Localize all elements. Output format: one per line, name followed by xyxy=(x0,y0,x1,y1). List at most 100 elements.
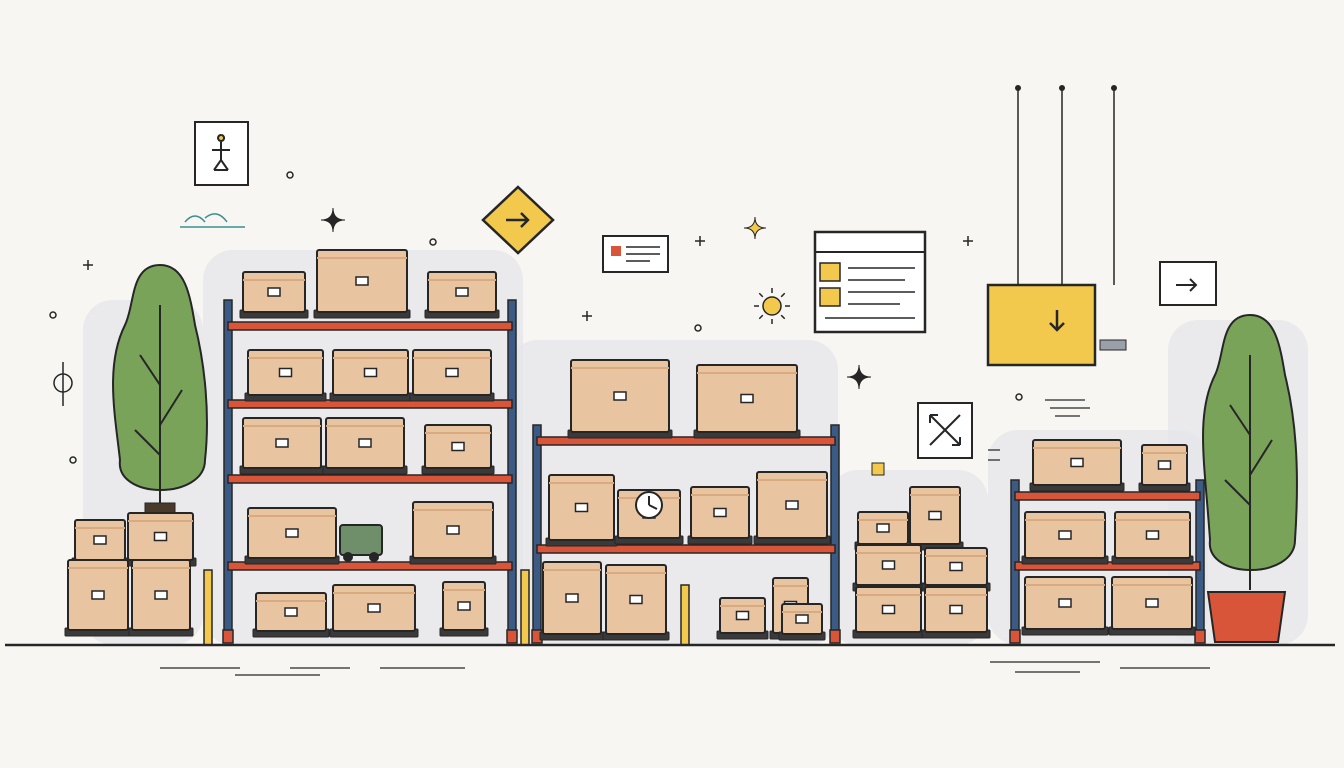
plus-mark xyxy=(695,236,705,246)
sketch-lines xyxy=(988,399,1090,461)
box-label xyxy=(455,287,469,297)
arrow-down-sign-icon xyxy=(986,283,1097,367)
sun-ray xyxy=(758,314,764,320)
shelving-units xyxy=(222,299,1206,644)
arrow-right-sign-icon xyxy=(1159,261,1217,306)
box-label xyxy=(154,590,168,600)
decorations xyxy=(49,171,1127,476)
shelf-foot xyxy=(1194,629,1206,644)
sun-ray xyxy=(780,314,786,320)
shelf-board xyxy=(227,474,513,484)
box-label xyxy=(928,510,942,521)
box-label xyxy=(445,367,459,378)
plant-pot xyxy=(1206,591,1287,643)
dot xyxy=(694,324,702,332)
box-label xyxy=(367,603,381,613)
card-lines xyxy=(626,246,660,262)
box-label xyxy=(795,614,809,624)
shelf-board xyxy=(536,436,836,446)
shelf-post xyxy=(223,299,233,641)
box-label xyxy=(613,391,627,401)
grass-sketch xyxy=(180,213,245,228)
arrow-right xyxy=(1176,278,1198,292)
box-label xyxy=(881,604,896,615)
box-label xyxy=(565,593,579,603)
panel-tile xyxy=(819,287,841,307)
box-label xyxy=(153,531,168,542)
shelf-board xyxy=(1014,491,1201,501)
box-label xyxy=(574,502,589,513)
arrow-right xyxy=(506,212,530,228)
panel-tile xyxy=(819,262,841,282)
wire-anchor xyxy=(1015,85,1021,91)
box-label xyxy=(1058,598,1072,608)
trees xyxy=(112,263,1298,643)
dot xyxy=(69,456,77,464)
box-label xyxy=(785,500,799,510)
box-label xyxy=(735,610,750,621)
ground-strokes xyxy=(160,661,1210,676)
shelf-board xyxy=(227,321,513,331)
sparkle-icon xyxy=(743,216,767,240)
expand-arrows xyxy=(929,414,961,446)
box-label xyxy=(267,287,281,297)
tree-trunk xyxy=(134,305,183,512)
box-label xyxy=(363,367,378,378)
shelf-post xyxy=(532,424,542,641)
box-label xyxy=(278,367,293,378)
shelf-post xyxy=(1010,479,1020,641)
box-label xyxy=(740,393,754,404)
sun-ray xyxy=(780,292,786,298)
box-label xyxy=(876,523,890,533)
box-label xyxy=(713,507,727,518)
box-label xyxy=(949,561,963,572)
card-mark xyxy=(611,246,621,256)
clock-hands xyxy=(648,496,658,510)
shelf-post xyxy=(830,424,840,641)
shelf-foot xyxy=(222,629,234,644)
box-label xyxy=(881,560,896,570)
wire-anchor xyxy=(1059,85,1065,91)
box-label xyxy=(93,535,107,545)
window-panel-icon xyxy=(813,230,927,334)
plus-mark xyxy=(963,236,973,246)
forklift-wheel xyxy=(369,552,379,562)
shelf-foot xyxy=(829,629,841,644)
box-label xyxy=(91,590,105,600)
tree-trunk xyxy=(1224,355,1273,590)
plus-mark xyxy=(83,260,93,270)
box-label xyxy=(275,438,289,448)
signs xyxy=(194,85,1217,459)
shelf-foot xyxy=(506,629,518,644)
boxes xyxy=(64,249,1196,646)
bollard xyxy=(203,569,213,646)
dot xyxy=(1015,393,1023,401)
dot xyxy=(286,171,294,179)
box-label xyxy=(949,604,963,615)
box-label xyxy=(1070,457,1084,468)
shelf-board xyxy=(227,561,513,571)
person-figure xyxy=(212,134,230,171)
box-label xyxy=(1058,530,1072,540)
dot xyxy=(49,311,57,319)
bollard xyxy=(680,584,690,646)
arrow-down xyxy=(1049,310,1065,332)
bollard xyxy=(520,569,530,646)
sparkle-icon xyxy=(846,364,872,390)
small-tile xyxy=(871,462,885,476)
tree-base xyxy=(144,502,176,514)
forklift-wheel xyxy=(343,552,353,562)
dot xyxy=(429,238,437,246)
box-label xyxy=(457,601,471,611)
box-label xyxy=(285,528,299,538)
box-label xyxy=(1145,530,1160,540)
plus-mark xyxy=(582,311,592,321)
shelf-foot xyxy=(1009,629,1021,644)
box-label xyxy=(358,438,372,448)
hanging-lamp xyxy=(1099,339,1127,351)
sparkle-icon xyxy=(320,207,346,233)
panel-lines xyxy=(825,267,915,319)
shelf-post xyxy=(507,299,517,641)
box-label xyxy=(446,525,460,535)
